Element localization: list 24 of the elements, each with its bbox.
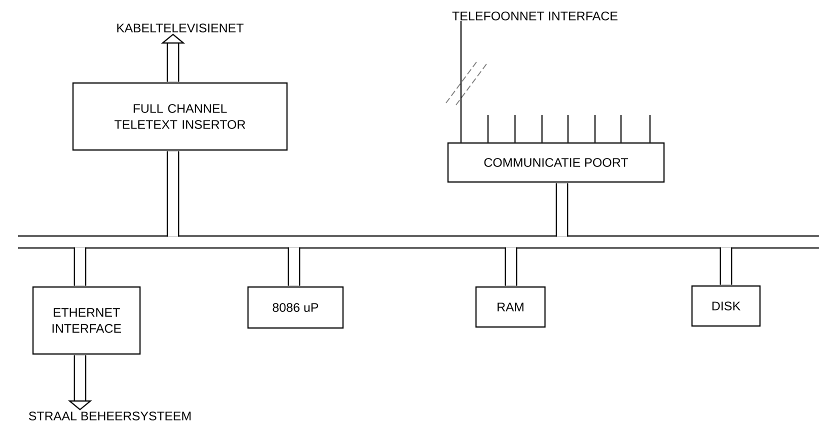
port-line [620, 115, 622, 142]
bus-connector [556, 183, 568, 237]
network-label: STRAAL BEHEERSYSTEEM [28, 412, 191, 420]
port-line [541, 115, 543, 142]
bus-bar [17, 235, 819, 249]
bus-connector [166, 151, 180, 237]
block-box: COMMUNICATIE POORT [447, 142, 665, 183]
bus-connector [504, 247, 518, 286]
bus-connector [288, 247, 300, 286]
port-line [514, 115, 516, 142]
bus-connector [74, 247, 86, 286]
port-line [567, 115, 569, 142]
block-box: RAM [475, 286, 546, 328]
block-box: ETHERNET INTERFACE [32, 286, 141, 355]
port-line [649, 115, 651, 142]
port-line [487, 115, 489, 142]
block-box: FULL CHANNEL TELETEXT INSERTOR [72, 82, 288, 151]
bus-connector [720, 247, 732, 285]
signal-line [460, 20, 462, 142]
block-box: 8086 uP [247, 286, 344, 329]
network-label: TELEFOONNET INTERFACE [452, 12, 618, 20]
network-label: KABELTELEVISIENET [117, 24, 244, 32]
port-line [594, 115, 596, 142]
block-box: DISK [691, 285, 761, 327]
